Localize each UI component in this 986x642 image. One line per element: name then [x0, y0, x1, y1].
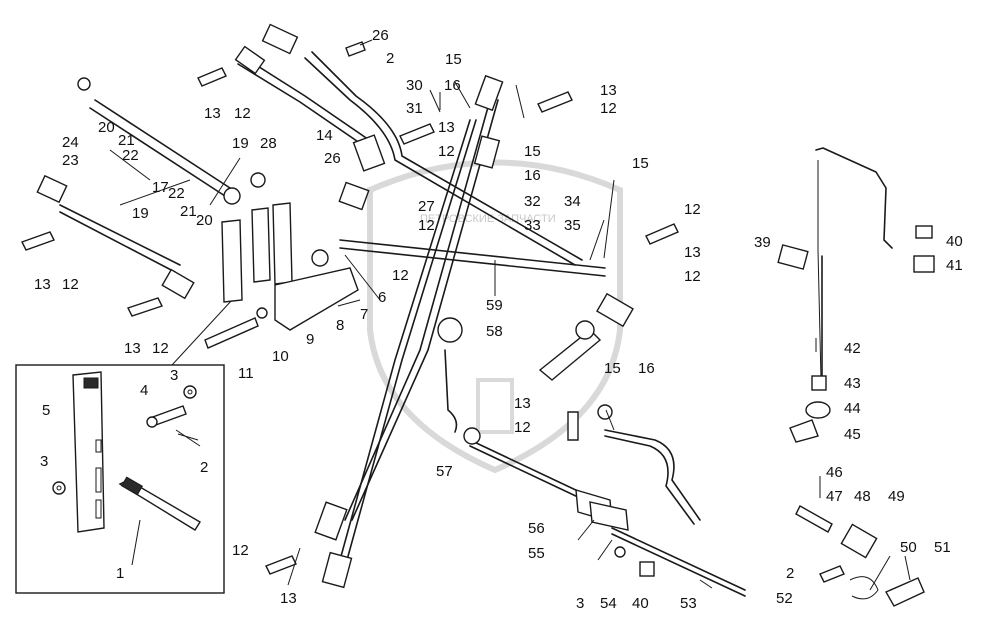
callout-label: 23	[62, 152, 79, 169]
callout-label: 16	[524, 167, 541, 184]
callout-label: 43	[844, 375, 861, 392]
callout-label: 3	[576, 595, 584, 612]
callout-label: 12	[418, 217, 435, 234]
callout-label: 52	[776, 590, 793, 607]
callout-label: 13	[438, 119, 455, 136]
callout-label: 47	[826, 488, 843, 505]
callout-label: 3	[40, 453, 48, 470]
callout-label: 40	[632, 595, 649, 612]
callout-label: 12	[62, 276, 79, 293]
callout-label: 58	[486, 323, 503, 340]
callout-label: 22	[122, 147, 139, 164]
callout-label: 19	[232, 135, 249, 152]
callout-label: 8	[336, 317, 344, 334]
callout-label: 46	[826, 464, 843, 481]
callout-label: 57	[436, 463, 453, 480]
callout-label: 28	[260, 135, 277, 152]
callout-label: 54	[600, 595, 617, 612]
callout-label: 12	[232, 542, 249, 559]
callout-label: 13	[124, 340, 141, 357]
leader-lines	[109, 39, 911, 591]
callout-label: 26	[324, 150, 341, 167]
callout-label: 12	[684, 201, 701, 218]
callout-label: 22	[168, 185, 185, 202]
callout-label: 17	[152, 179, 169, 196]
callout-label: 42	[844, 340, 861, 357]
callout-label: 15	[604, 360, 621, 377]
callout-label: 56	[528, 520, 545, 537]
callout-label: 16	[638, 360, 655, 377]
callout-label: 45	[844, 426, 861, 443]
inset-detail-box	[15, 299, 233, 594]
callout-label: 12	[392, 267, 409, 284]
callout-label: 19	[132, 205, 149, 222]
callout-label: 20	[98, 119, 115, 136]
callout-label: 15	[524, 143, 541, 160]
callout-label: 44	[844, 400, 861, 417]
callout-label: 26	[372, 27, 389, 44]
callout-label: 12	[514, 419, 531, 436]
callout-label: 13	[684, 244, 701, 261]
callout-label: 12	[152, 340, 169, 357]
callout-label: 6	[378, 289, 386, 306]
callout-label: 33	[524, 217, 541, 234]
callout-label: 13	[514, 395, 531, 412]
callout-label: 13	[600, 82, 617, 99]
callout-label: 34	[564, 193, 581, 210]
callout-label: 12	[438, 143, 455, 160]
callout-label: 27	[418, 198, 435, 215]
callout-label: 51	[934, 539, 951, 556]
callout-label: 55	[528, 545, 545, 562]
callout-label: 15	[632, 155, 649, 172]
callout-label: 14	[316, 127, 333, 144]
callout-label: 24	[62, 134, 79, 151]
callout-label: 20	[196, 212, 213, 229]
callout-label: 30	[406, 77, 423, 94]
cable-assembly	[777, 147, 935, 443]
linkage-rods	[59, 51, 746, 597]
callout-label: 39	[754, 234, 771, 251]
callout-label: 7	[360, 306, 368, 323]
callout-label: 31	[406, 100, 423, 117]
callout-label: 3	[170, 367, 178, 384]
clevis-joints	[36, 23, 878, 589]
callout-label: 11	[238, 365, 254, 382]
watermark-shield: ПЕТРОВСКИЕ ЗАПЧАСТИ	[367, 159, 623, 474]
callout-label: 21	[180, 203, 197, 220]
callout-label: 2	[386, 50, 394, 67]
callout-label: 50	[900, 539, 917, 556]
callout-label: 53	[680, 595, 697, 612]
lower-parts	[437, 317, 925, 607]
callout-label: 5	[42, 402, 50, 419]
callout-label: 48	[854, 488, 871, 505]
callout-label: 2	[786, 565, 794, 582]
bracket-assembly	[204, 172, 359, 349]
callout-label: 10	[272, 348, 289, 365]
callout-label: 15	[445, 51, 462, 68]
callout-label: 4	[140, 382, 148, 399]
watermark-text: ПЕТРОВСКИЕ ЗАПЧАСТИ	[420, 213, 556, 225]
callout-label: 12	[600, 100, 617, 117]
callout-label: 40	[946, 233, 963, 250]
callout-label: 13	[280, 590, 297, 607]
callout-label: 13	[34, 276, 51, 293]
callout-label: 1	[116, 565, 124, 582]
callout-label: 12	[234, 105, 251, 122]
callout-label: 12	[684, 268, 701, 285]
callout-label: 16	[444, 77, 461, 94]
callout-label: 32	[524, 193, 541, 210]
callout-label: 49	[888, 488, 905, 505]
callout-label: 21	[118, 132, 135, 149]
callout-label: 41	[946, 257, 963, 274]
callout-label: 9	[306, 331, 314, 348]
callout-label: 2	[200, 459, 208, 476]
callout-label: 35	[564, 217, 581, 234]
callout-labels: 26 2 15 30 16 31 13 12 13 12 15 16 15 13…	[34, 27, 963, 612]
pins	[21, 41, 679, 575]
callout-label: 13	[204, 105, 221, 122]
callout-label: 59	[486, 297, 503, 314]
